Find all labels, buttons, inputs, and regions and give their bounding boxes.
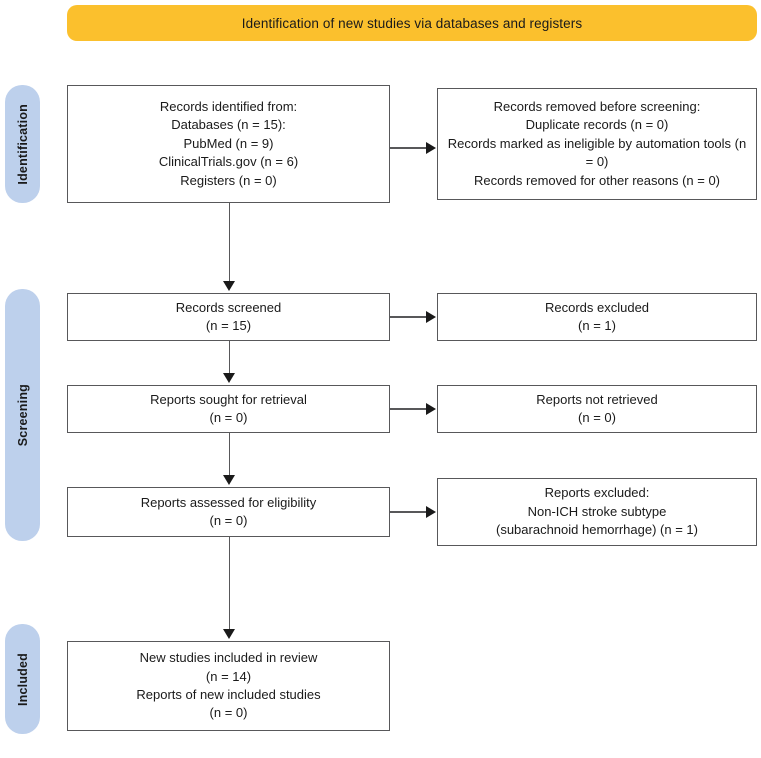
stage-label-screening: Screening <box>5 289 40 541</box>
box-reports-sought-text: Reports sought for retrieval (n = 0) <box>150 391 307 425</box>
box-reports-not-retrieved: Reports not retrieved (n = 0) <box>437 385 757 433</box>
box-records-removed-text: Records removed before screening: Duplic… <box>447 98 747 188</box>
box-reports-assessed-text: Reports assessed for eligibility (n = 0) <box>140 494 317 528</box>
stage-label-identification-text: Identification <box>15 103 30 185</box>
connector-assessed-to-included <box>228 537 230 629</box>
box-reports-not-retrieved-text: Reports not retrieved (n = 0) <box>536 391 658 425</box>
arrowhead-right-not-retrieved <box>426 403 436 415</box>
connector-sought-to-assessed <box>228 433 230 477</box>
connector-assessed-to-excluded-reports <box>390 511 427 513</box>
arrowhead-right-excluded-reports <box>426 506 436 518</box>
box-new-studies-included-text: New studies included in review (n = 14) … <box>136 650 321 721</box>
connector-screened-to-excluded <box>390 316 427 318</box>
box-reports-sought-for-retrieval: Reports sought for retrieval (n = 0) <box>67 385 390 433</box>
arrowhead-down-assessed <box>223 475 235 485</box>
stage-label-screening-text: Screening <box>15 383 30 447</box>
connector-identified-to-removed <box>390 147 427 149</box>
connector-sought-to-not-retrieved <box>390 408 427 410</box>
box-records-excluded: Records excluded (n = 1) <box>437 293 757 341</box>
arrowhead-right-removed <box>426 142 436 154</box>
stage-label-included-text: Included <box>15 652 30 706</box>
stage-label-included: Included <box>5 624 40 734</box>
arrowhead-right-excluded <box>426 311 436 323</box>
box-new-studies-included: New studies included in review (n = 14) … <box>67 641 390 731</box>
diagram-banner: Identification of new studies via databa… <box>67 5 757 41</box>
connector-identified-to-screened <box>228 203 230 283</box>
box-records-removed-before-screening: Records removed before screening: Duplic… <box>437 88 757 200</box>
arrowhead-down-included <box>223 629 235 639</box>
box-records-screened-text: Records screened (n = 15) <box>175 299 282 333</box>
arrowhead-down-sought <box>223 373 235 383</box>
connector-screened-to-sought <box>228 341 230 375</box>
box-reports-excluded-text: Reports excluded: Non-ICH stroke subtype… <box>496 485 698 538</box>
box-records-excluded-text: Records excluded (n = 1) <box>544 299 650 333</box>
box-records-screened: Records screened (n = 15) <box>67 293 390 341</box>
box-reports-assessed-for-eligibility: Reports assessed for eligibility (n = 0) <box>67 487 390 537</box>
stage-label-identification: Identification <box>5 85 40 203</box>
arrowhead-down-screened <box>223 281 235 291</box>
box-reports-excluded: Reports excluded: Non-ICH stroke subtype… <box>437 478 757 546</box>
banner-title: Identification of new studies via databa… <box>241 15 583 31</box>
box-records-identified: Records identified from: Databases (n = … <box>67 85 390 203</box>
box-records-identified-text: Records identified from: Databases (n = … <box>158 98 299 188</box>
